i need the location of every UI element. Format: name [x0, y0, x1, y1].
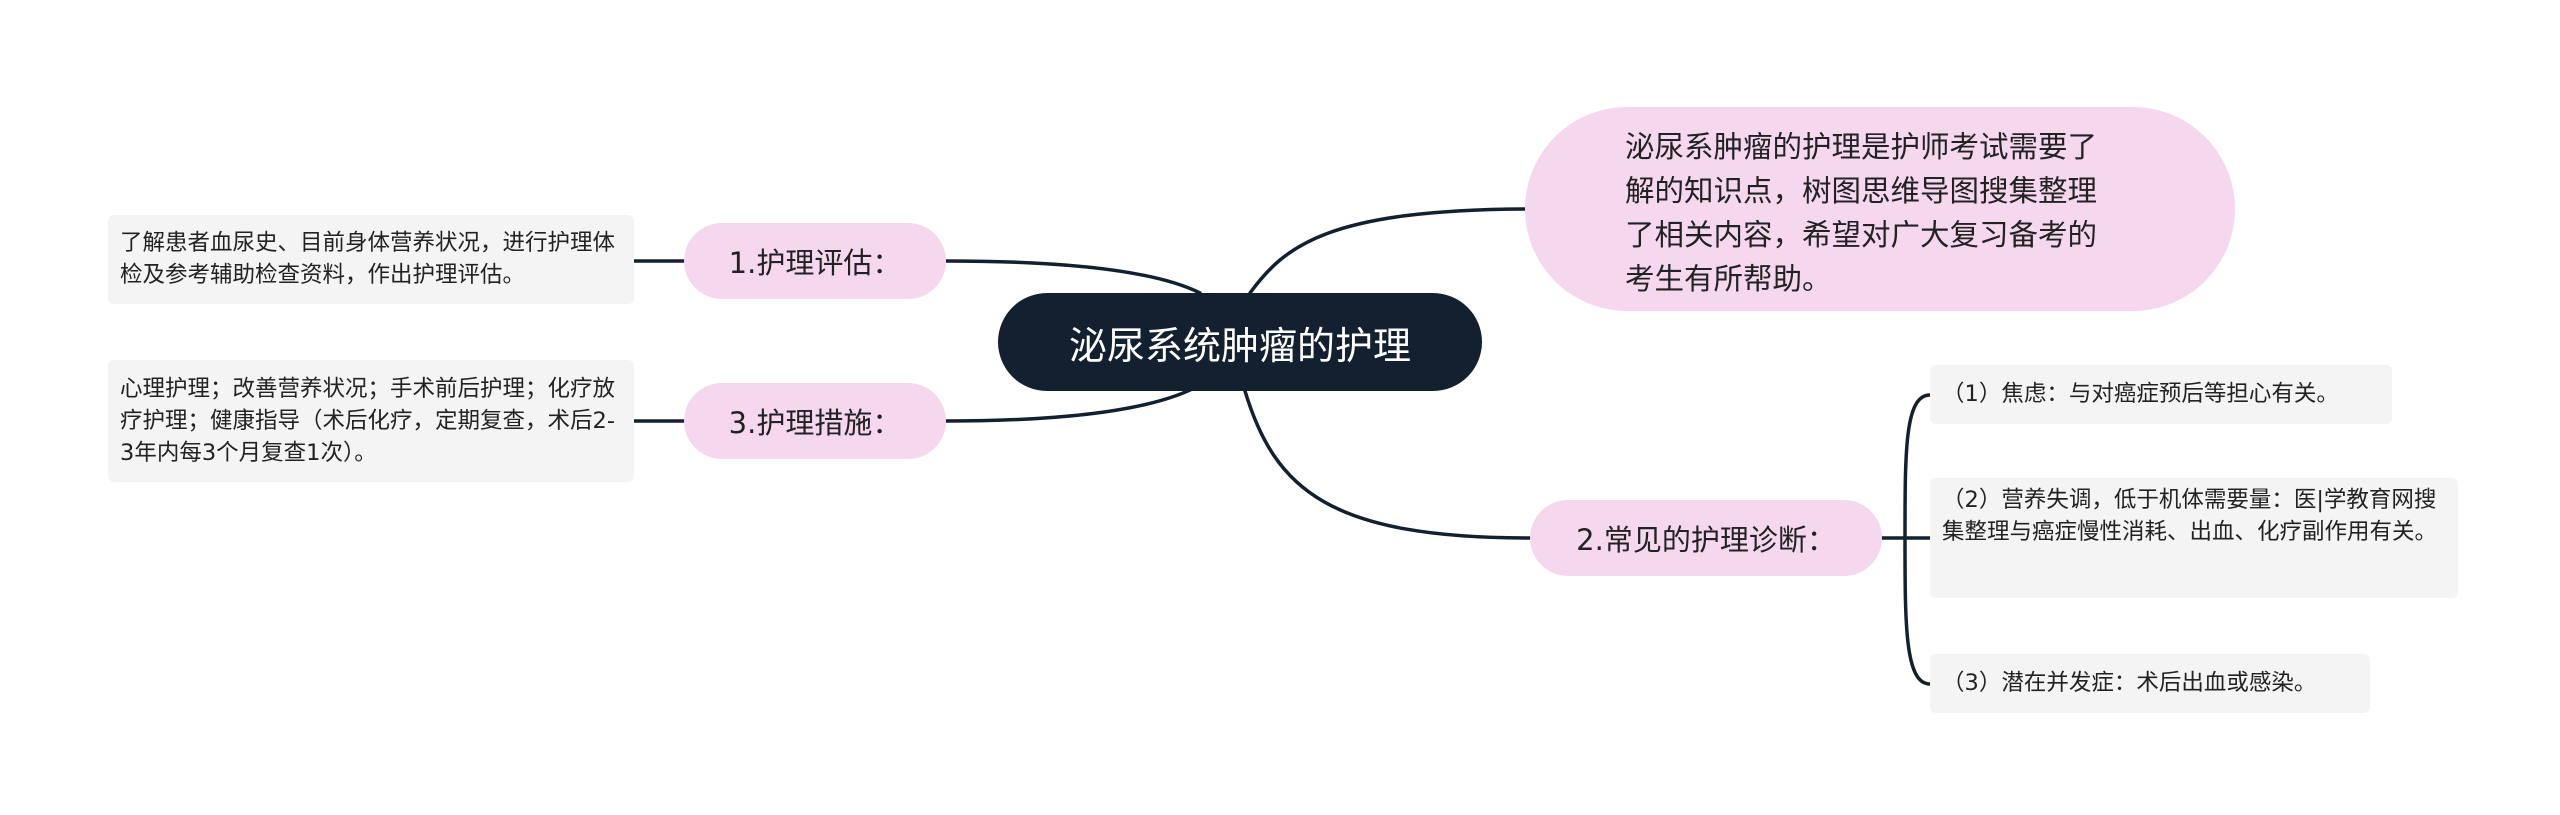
intro-node[interactable]: 泌尿系肿瘤的护理是护师考试需要了解的知识点，树图思维导图搜集整理了相关内容，希望…	[1525, 107, 2235, 311]
root-node[interactable]: 泌尿系统肿瘤的护理	[998, 293, 1482, 391]
branch-label: 1.护理评估：	[728, 246, 902, 280]
link-root-branch-3	[944, 383, 1202, 423]
detail-text: （3）潜在并发症：术后出血或感染。	[1942, 670, 2317, 696]
root-label: 泌尿系统肿瘤的护理	[1068, 323, 1411, 368]
detail-node-diagnosis-1[interactable]: （1）焦虑：与对癌症预后等担心有关。	[1930, 365, 2392, 424]
link-root-branch-2	[1243, 389, 1532, 540]
link-root-intro	[1248, 207, 1527, 295]
branch-node-diagnosis[interactable]: 2.常见的护理诊断：	[1530, 500, 1882, 576]
detail-node-measures[interactable]: 心理护理；改善营养状况；手术前后护理；化疗放疗护理；健康指导（术后化疗，定期复查…	[108, 360, 634, 482]
detail-node-assessment[interactable]: 了解患者血尿史、目前身体营养状况，进行护理体检及参考辅助检查资料，作出护理评估。	[108, 215, 634, 304]
branch-label: 3.护理措施：	[728, 406, 902, 440]
detail-node-diagnosis-2[interactable]: （2）营养失调，低于机体需要量：医|学教育网搜集整理与癌症慢性消耗、出血、化疗副…	[1930, 478, 2458, 598]
branch-label: 2.常见的护理诊断：	[1576, 523, 1836, 557]
link-branch-2-detail-1	[1903, 393, 1932, 540]
branch-node-assessment[interactable]: 1.护理评估：	[684, 223, 946, 299]
detail-text: 了解患者血尿史、目前身体营养状况，进行护理体检及参考辅助检查资料，作出护理评估。	[120, 230, 616, 288]
intro-text: 泌尿系肿瘤的护理是护师考试需要了解的知识点，树图思维导图搜集整理了相关内容，希望…	[1625, 130, 2098, 296]
link-branch-2-detail-3	[1903, 536, 1932, 686]
link-root-branch-1	[944, 259, 1202, 295]
branch-node-measures[interactable]: 3.护理措施：	[684, 383, 946, 459]
detail-node-diagnosis-3[interactable]: （3）潜在并发症：术后出血或感染。	[1930, 654, 2370, 713]
detail-text: （1）焦虑：与对癌症预后等担心有关。	[1942, 381, 2339, 407]
detail-text: （2）营养失调，低于机体需要量：医|学教育网搜集整理与癌症慢性消耗、出血、化疗副…	[1942, 487, 2438, 545]
detail-text: 心理护理；改善营养状况；手术前后护理；化疗放疗护理；健康指导（术后化疗，定期复查…	[120, 376, 616, 466]
